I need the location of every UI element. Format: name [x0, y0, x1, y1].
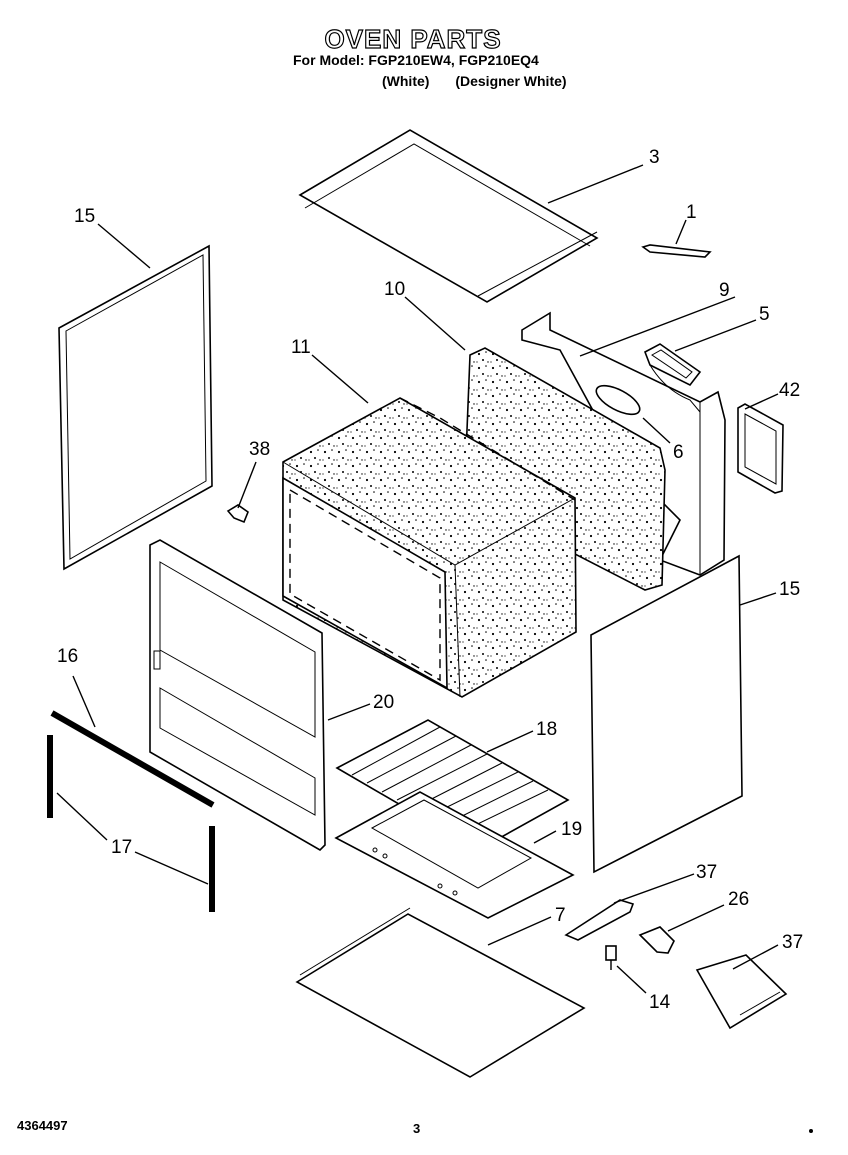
callout-37-lower: 37	[782, 932, 803, 953]
callout-18: 18	[536, 719, 557, 740]
leader-lines	[56, 164, 779, 994]
part-38-clip	[226, 504, 249, 524]
model-line: For Model: FGP210EW4, FGP210EQ4	[293, 52, 539, 68]
model-variants: (White) (Designer White)	[382, 73, 567, 89]
callout-38: 38	[249, 439, 270, 460]
part-5-vent	[643, 343, 702, 413]
callout-26: 26	[728, 889, 749, 910]
callout-labels: 3 1 15 10 9 5 11 42 38 6 15 16 20 18 19 …	[57, 147, 803, 1013]
callout-3: 3	[649, 147, 660, 168]
variant-white: (White)	[382, 73, 430, 89]
part-26-clip	[638, 926, 675, 954]
callout-20: 20	[373, 692, 394, 713]
part-7-bottom-panel	[295, 907, 586, 1078]
part-17-trim-strips	[47, 735, 215, 912]
page-number: 3	[413, 1121, 421, 1136]
part-16-trim-strip	[50, 710, 215, 808]
scan-mark	[809, 1129, 813, 1133]
part-3-top-panel	[298, 129, 599, 303]
callout-42: 42	[779, 380, 800, 401]
callout-19: 19	[561, 819, 582, 840]
part-11-cavity-wrap	[282, 397, 577, 698]
callout-9: 9	[719, 280, 730, 301]
part-6-panel	[595, 384, 641, 416]
part-42-bracket	[737, 403, 784, 494]
callout-37-upper: 37	[696, 862, 717, 883]
part-15-left-side-panel	[58, 244, 213, 571]
page-title: OVEN PARTS	[324, 23, 502, 54]
part-37-bracket-upper	[564, 899, 635, 941]
variant-designer-white: (Designer White)	[455, 73, 567, 89]
document-number: 4364497	[17, 1118, 68, 1133]
callout-7: 7	[555, 905, 566, 926]
callout-1: 1	[686, 202, 697, 223]
part-20-front-frame	[149, 539, 326, 851]
part-1-bracket	[641, 244, 712, 258]
callout-15-right: 15	[779, 579, 800, 600]
callout-15-left: 15	[74, 206, 95, 227]
part-37-bracket-lower	[695, 954, 788, 1030]
callout-11: 11	[291, 337, 311, 358]
callout-6: 6	[673, 442, 684, 463]
callout-16: 16	[57, 646, 78, 667]
part-19-oven-bottom	[334, 791, 575, 919]
part-15-right-side-panel	[590, 554, 743, 874]
callout-5: 5	[759, 304, 770, 325]
part-14-screw	[605, 945, 617, 970]
callout-14: 14	[649, 992, 671, 1013]
callout-10: 10	[384, 279, 405, 300]
callout-17: 17	[111, 837, 132, 858]
